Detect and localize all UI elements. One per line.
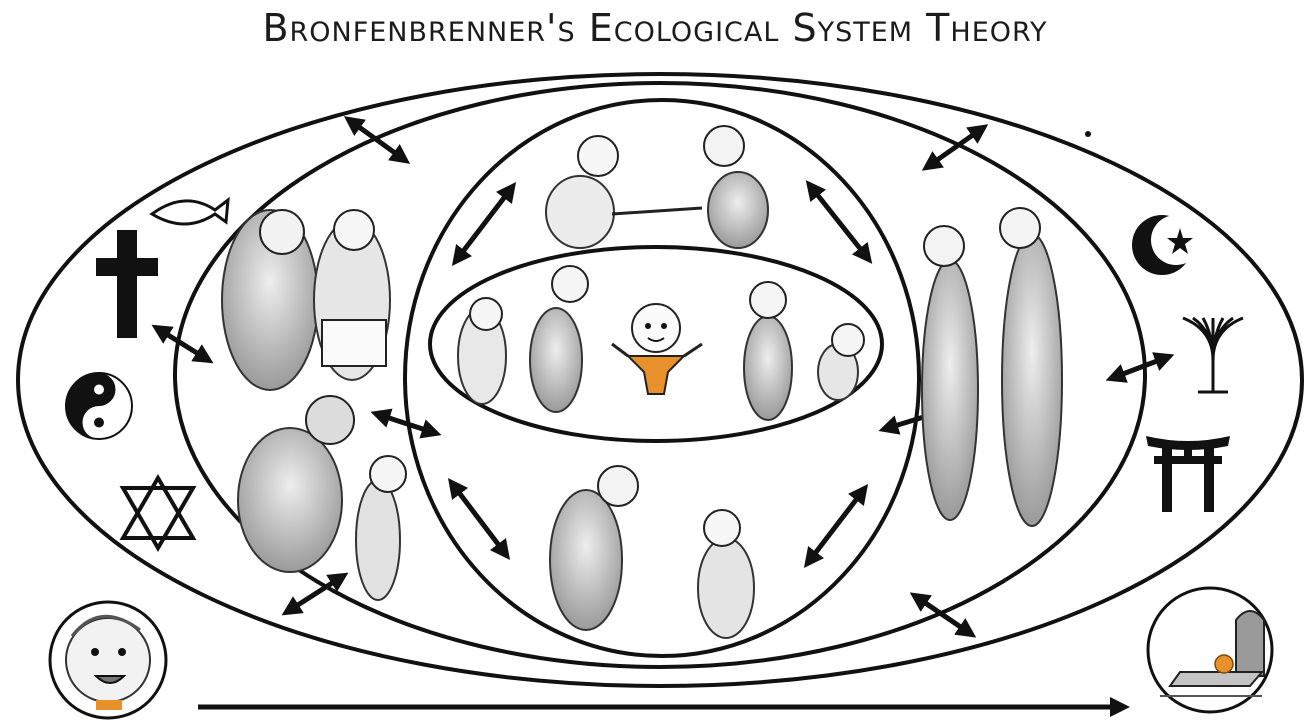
baby-face-icon — [48, 600, 168, 720]
diagram-title: Bronfenbrenner's Ecological System Theor… — [262, 6, 1048, 50]
yin-yang-icon — [65, 372, 133, 440]
arrow-exo-meso-left — [370, 408, 442, 439]
interaction-arrows — [151, 116, 1175, 638]
gravestone-icon — [1146, 586, 1274, 714]
arrow-meso-bottom-right — [803, 484, 869, 568]
torii-gate-icon — [1146, 436, 1230, 512]
mesosystem-ring — [403, 98, 921, 658]
arrow-macro-exo-right — [1105, 352, 1175, 383]
greeting-figures — [549, 465, 755, 639]
star-of-david-icon — [119, 474, 197, 552]
macrosystem-ring — [16, 72, 1304, 688]
arrow-macro-exo-bottom-right — [909, 592, 977, 638]
teacher-child-figures — [237, 395, 407, 601]
stray-dot — [1085, 131, 1091, 137]
child-center-figure — [611, 303, 703, 395]
arrow-meso-top-right — [805, 180, 873, 264]
menorah-icon — [1182, 316, 1244, 394]
arrow-macro-exo-top-left — [343, 116, 411, 164]
arrow-meso-top-left — [451, 182, 517, 266]
family-figures — [457, 265, 865, 421]
ichthys-fish-icon — [149, 196, 230, 226]
couple-figures — [921, 207, 1063, 527]
arrow-meso-bottom-left — [447, 478, 511, 560]
handshake-figures — [545, 125, 769, 249]
microsystem-ring — [428, 245, 884, 443]
arrow-macro-exo-left — [151, 324, 214, 364]
coworkers-figures — [221, 209, 391, 391]
arrow-macro-exo-bottom-left — [281, 572, 349, 616]
latin-cross-icon — [96, 230, 158, 338]
arrow-macro-exo-top-right — [921, 124, 989, 171]
crescent-star-icon — [1132, 215, 1201, 275]
